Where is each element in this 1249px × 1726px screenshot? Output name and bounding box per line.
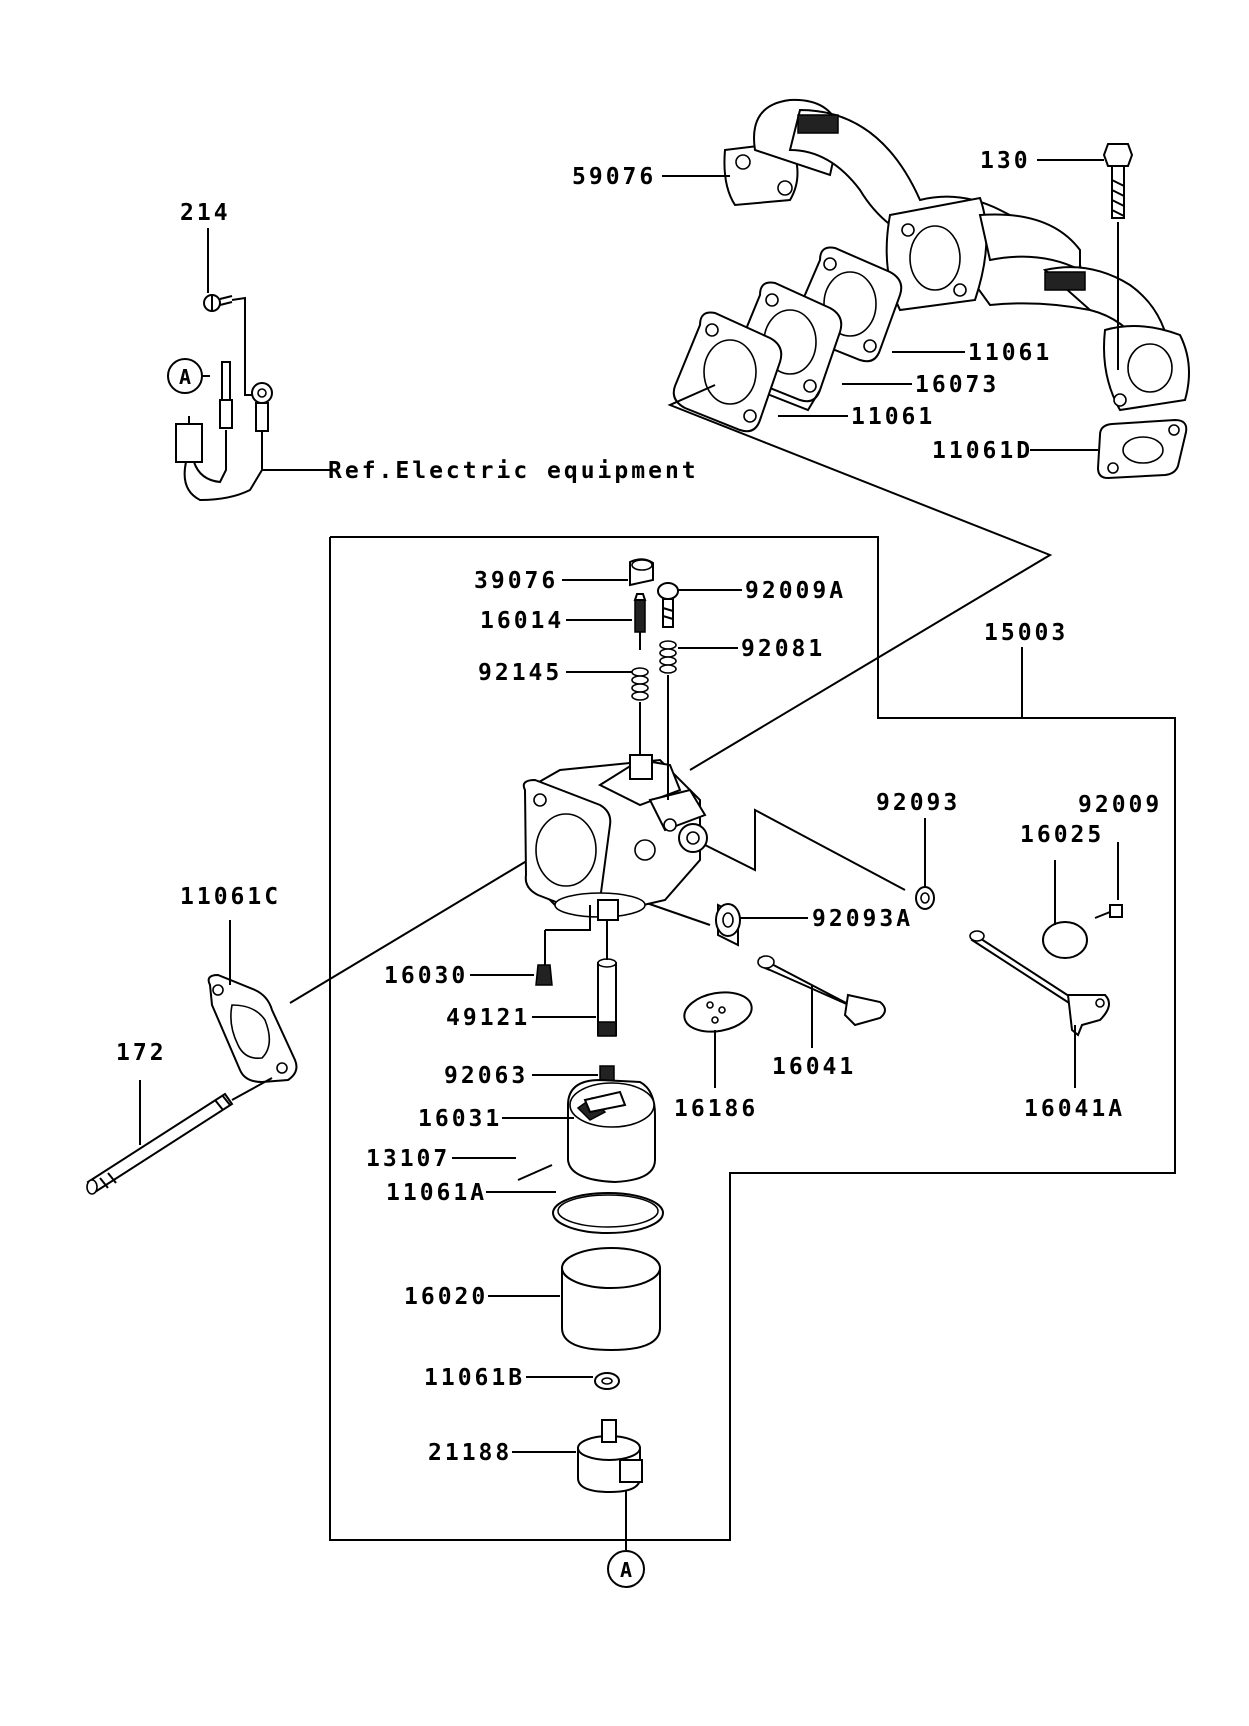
label-49121: 49121 bbox=[446, 1005, 530, 1031]
pilot-screw-16014 bbox=[633, 593, 647, 650]
label-21188: 21188 bbox=[428, 1440, 512, 1466]
float-bowl-16020 bbox=[561, 1247, 661, 1352]
seal-92093 bbox=[915, 886, 935, 910]
label-59076: 59076 bbox=[572, 164, 656, 190]
label-130: 130 bbox=[980, 148, 1031, 174]
label-92009: 92009 bbox=[1078, 792, 1162, 818]
screw-92009A bbox=[657, 582, 679, 628]
fuel-cut-solenoid-21188 bbox=[577, 1419, 643, 1494]
choke-shaft-16041 bbox=[757, 955, 886, 1027]
assembly-outline-15003 bbox=[329, 536, 1176, 1541]
carburetor-body bbox=[522, 754, 708, 921]
pin-13107 bbox=[517, 1164, 553, 1181]
label-16041A: 16041A bbox=[1024, 1096, 1125, 1122]
label-16073: 16073 bbox=[915, 372, 999, 398]
label-16031: 16031 bbox=[418, 1106, 502, 1132]
emulsion-tube-49121 bbox=[597, 958, 617, 1037]
label-11061D: 11061D bbox=[932, 438, 1033, 464]
bushing-92093A bbox=[715, 903, 741, 947]
float-16031 bbox=[567, 1078, 656, 1184]
choke-plate-16186 bbox=[683, 991, 753, 1033]
label-39076: 39076 bbox=[474, 568, 558, 594]
ref-circle-a-top: A bbox=[167, 358, 203, 394]
label-92063: 92063 bbox=[444, 1063, 528, 1089]
label-92009A: 92009A bbox=[745, 578, 846, 604]
label-15003: 15003 bbox=[984, 620, 1068, 646]
pilot-jet-16030 bbox=[535, 964, 553, 986]
label-ref-electric: Ref.Electric equipment bbox=[328, 458, 699, 484]
cap-39076 bbox=[629, 558, 654, 587]
spring-92145 bbox=[631, 667, 649, 701]
bolt-130 bbox=[1102, 143, 1134, 370]
label-92093: 92093 bbox=[876, 790, 960, 816]
gasket-11061-mid bbox=[672, 311, 783, 433]
label-11061A: 11061A bbox=[386, 1180, 487, 1206]
label-11061C: 11061C bbox=[180, 884, 281, 910]
label-11061-mid: 11061 bbox=[851, 404, 935, 430]
fuel-cut-solenoid-wire bbox=[175, 296, 322, 502]
washer-11061B bbox=[594, 1372, 620, 1390]
label-172: 172 bbox=[116, 1040, 167, 1066]
part-labels: 59076 130 214 11061 16073 11061 11061D R… bbox=[116, 148, 1162, 1466]
o-ring-11061A bbox=[552, 1192, 664, 1234]
svg-text:A: A bbox=[179, 365, 191, 389]
label-92081: 92081 bbox=[741, 636, 825, 662]
label-16014: 16014 bbox=[480, 608, 564, 634]
label-11061B: 11061B bbox=[424, 1365, 525, 1391]
leader-lines bbox=[139, 159, 1119, 1550]
intake-manifold-59076 bbox=[723, 98, 1190, 412]
label-92145: 92145 bbox=[478, 660, 562, 686]
ref-circle-a-bottom: A bbox=[607, 1550, 645, 1588]
spring-92081 bbox=[659, 640, 677, 674]
label-16186: 16186 bbox=[674, 1096, 758, 1122]
stud-172 bbox=[86, 1077, 273, 1195]
screw-92009 bbox=[1094, 904, 1123, 919]
svg-text:A: A bbox=[620, 1558, 632, 1582]
label-16020: 16020 bbox=[404, 1284, 488, 1310]
throttle-plate-16025 bbox=[1042, 921, 1088, 959]
screw-214 bbox=[203, 294, 233, 312]
label-16030: 16030 bbox=[384, 963, 468, 989]
label-13107: 13107 bbox=[366, 1146, 450, 1172]
label-92093A: 92093A bbox=[812, 906, 913, 932]
gasket-11061C bbox=[207, 973, 298, 1084]
label-16025: 16025 bbox=[1020, 822, 1104, 848]
label-16041: 16041 bbox=[772, 1054, 856, 1080]
label-11061-top: 11061 bbox=[968, 340, 1052, 366]
label-214: 214 bbox=[180, 200, 231, 226]
throttle-shaft-16041A bbox=[969, 930, 1110, 1037]
gasket-11061D bbox=[1096, 418, 1188, 480]
